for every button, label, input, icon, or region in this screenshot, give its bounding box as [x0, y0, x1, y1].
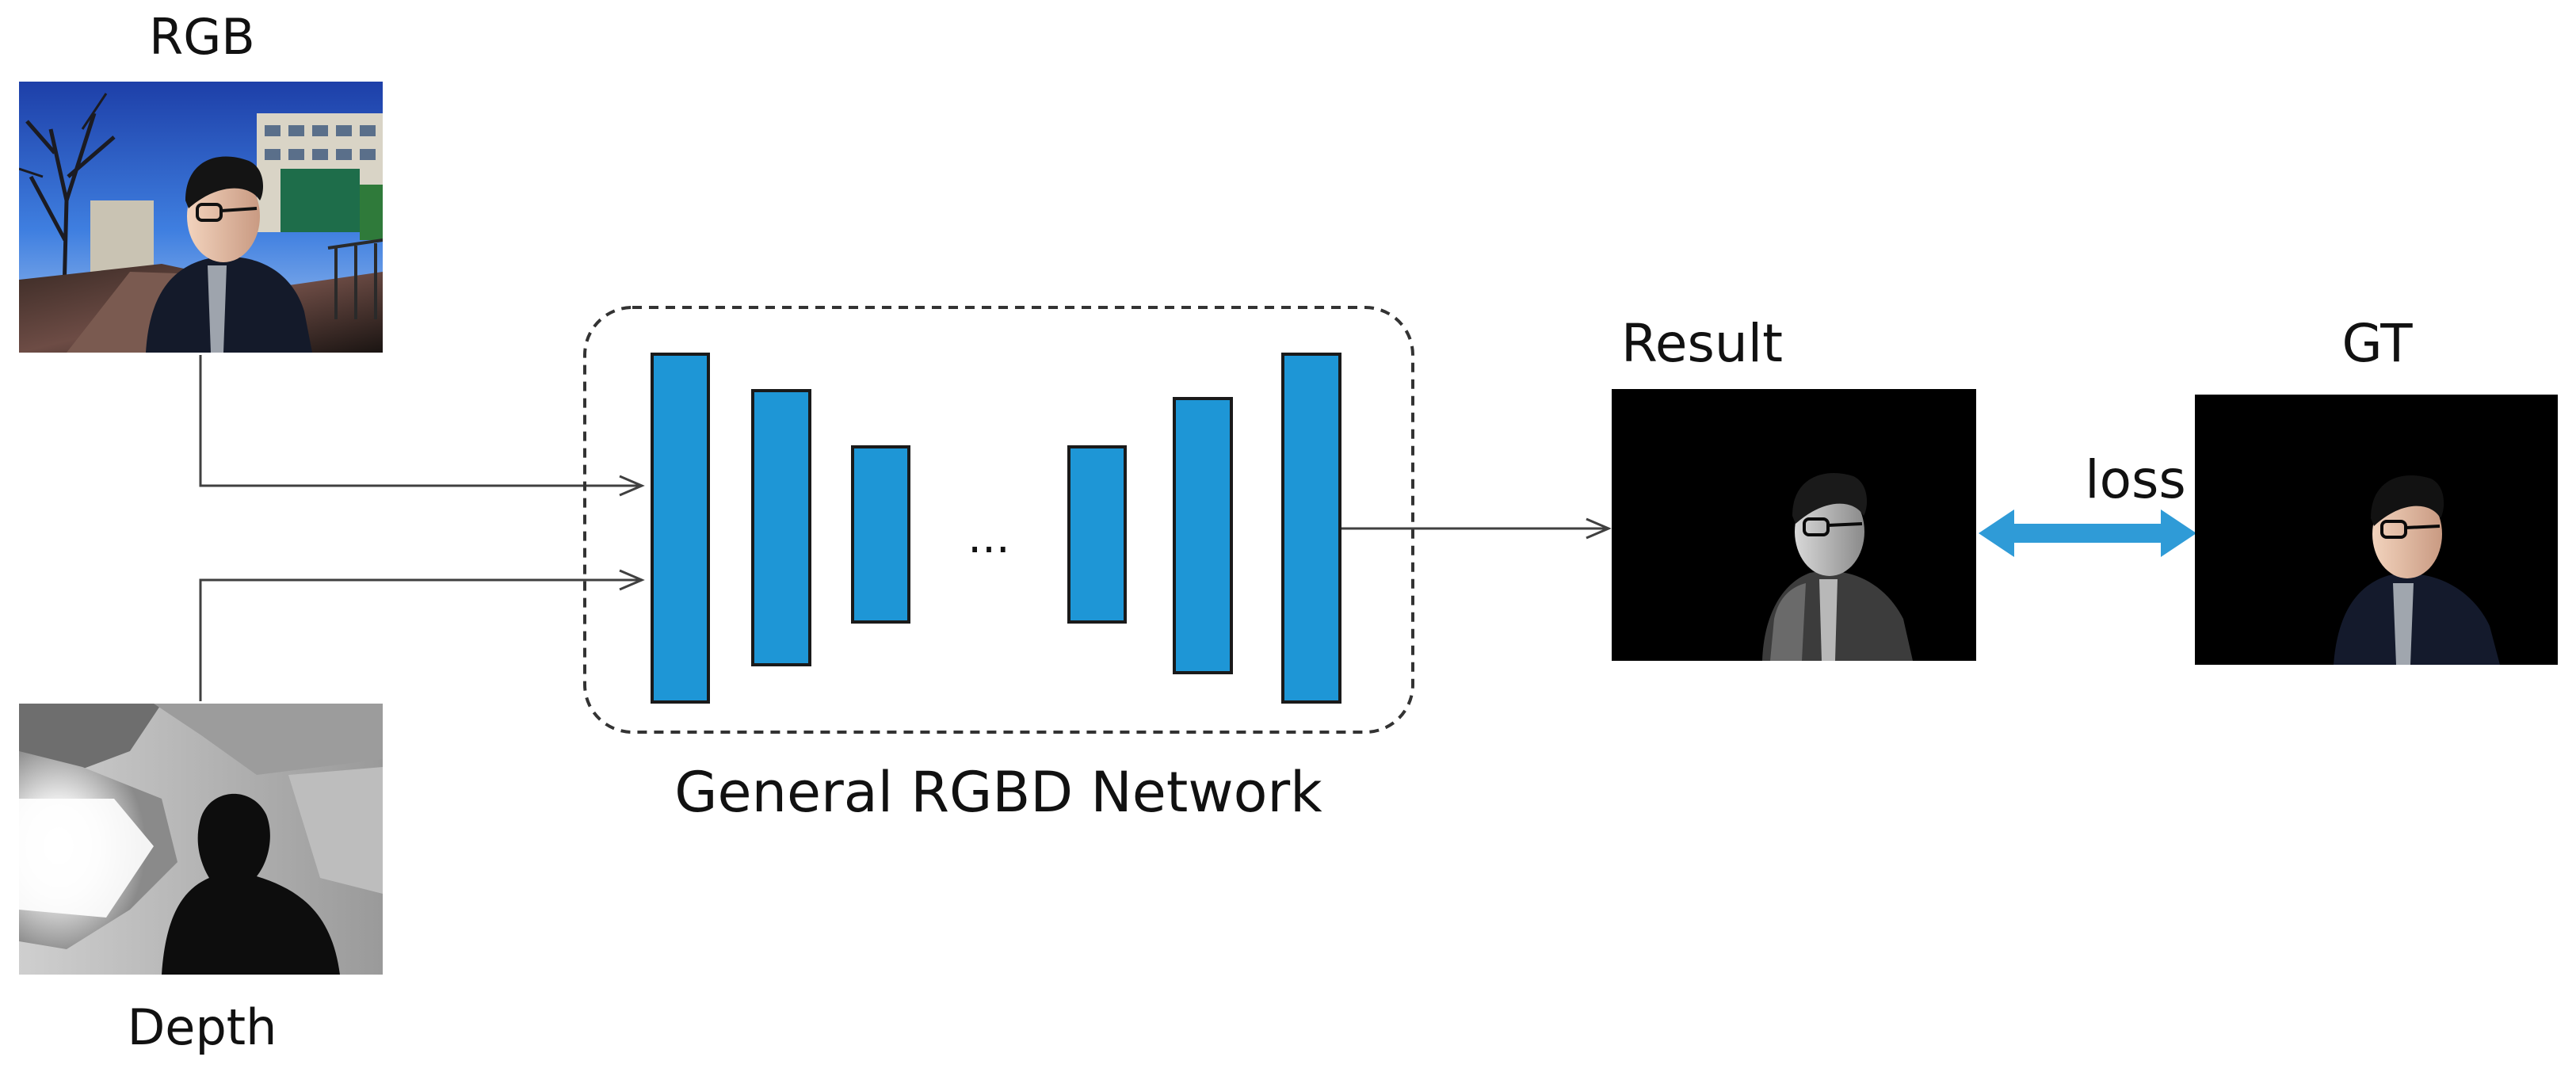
- decoder-layer-3: [1281, 353, 1341, 704]
- depth-connector-arrow: [199, 569, 645, 701]
- result-label: Result: [1621, 313, 1783, 374]
- decoder-layer-1: [1067, 445, 1127, 624]
- depth-image: [19, 704, 383, 975]
- network-frame: [583, 306, 1414, 734]
- network-ellipsis: ...: [967, 512, 1009, 563]
- rgb-image: [19, 82, 383, 353]
- network-label: General RGBD Network: [674, 760, 1322, 825]
- loss-label: loss: [2085, 449, 2186, 510]
- gt-label: GT: [2341, 313, 2413, 374]
- encoder-layer-2: [751, 389, 811, 666]
- rgb-label: RGB: [149, 8, 255, 66]
- depth-label: Depth: [128, 998, 277, 1056]
- result-image: [1612, 389, 1976, 661]
- decoder-layer-2: [1173, 397, 1233, 674]
- gt-image: [2195, 395, 2558, 665]
- loss-double-arrow: [1979, 509, 2196, 557]
- rgb-connector-arrow: [199, 355, 645, 497]
- encoder-layer-3: [851, 445, 910, 624]
- network-layers: [651, 353, 1341, 704]
- encoder-layer-1: [651, 353, 710, 704]
